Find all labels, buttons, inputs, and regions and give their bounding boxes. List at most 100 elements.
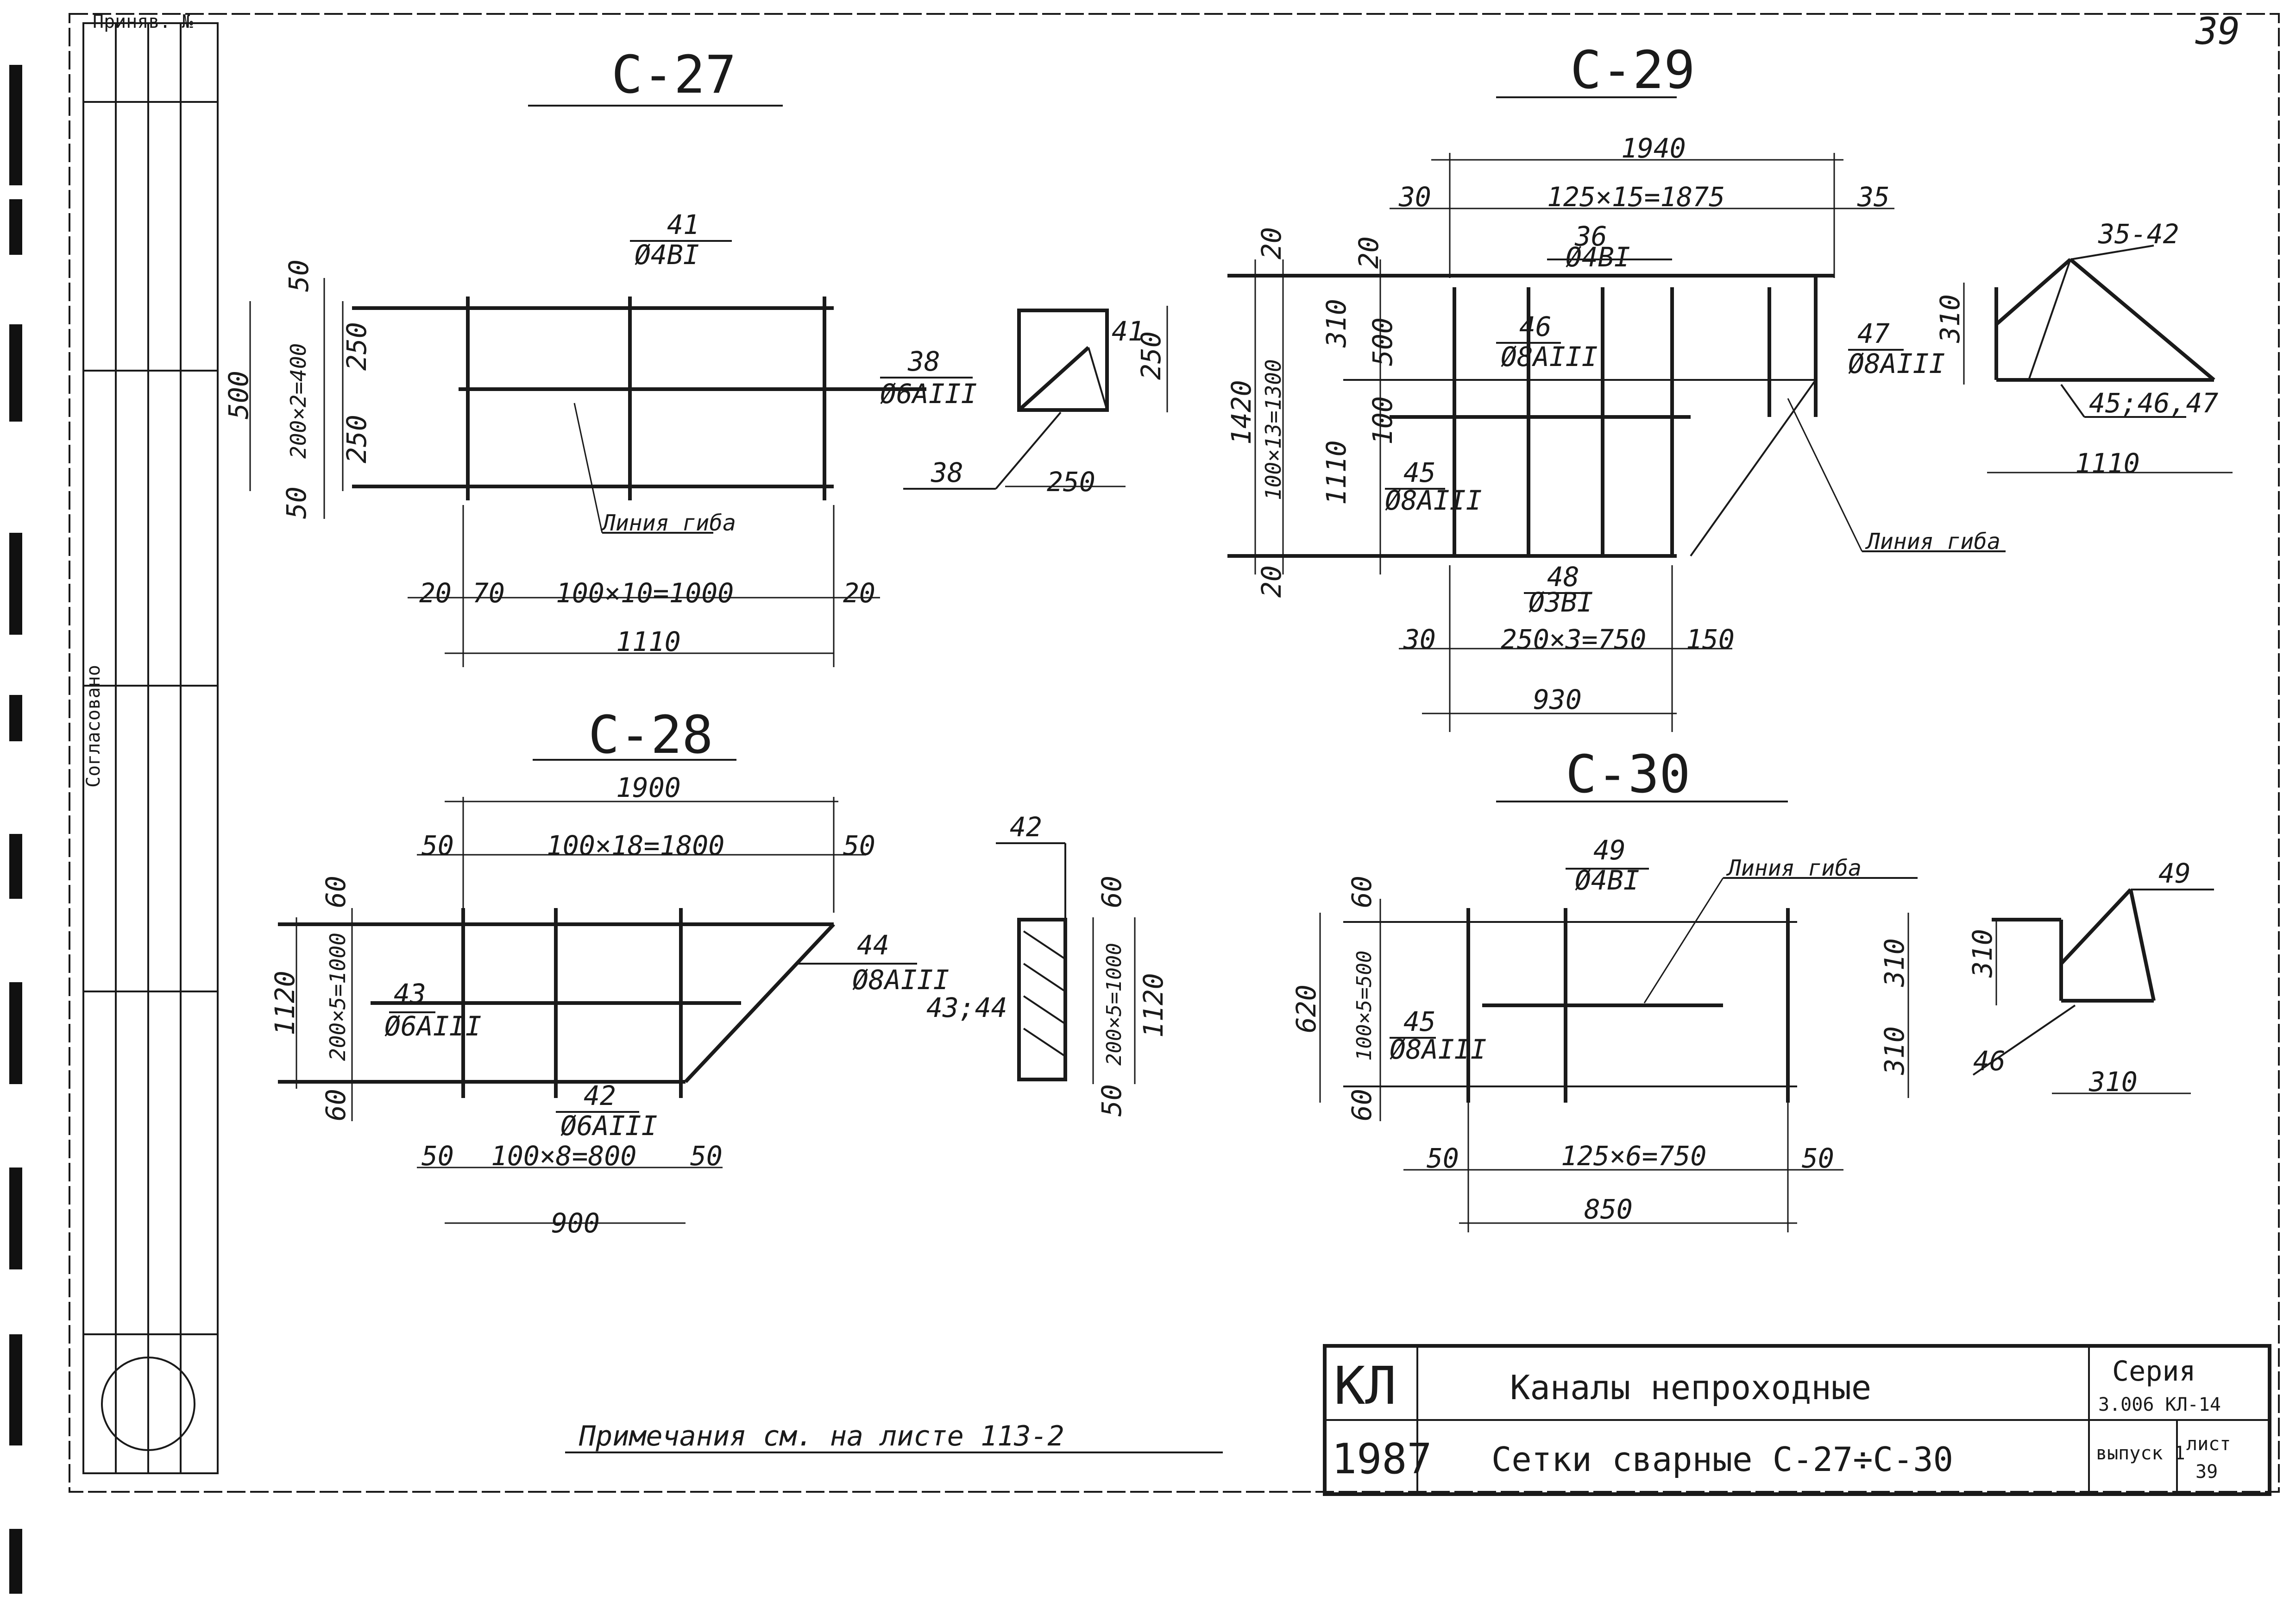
c28-dim-1120: 1120	[269, 971, 301, 1035]
c27-bar41-mark: 41	[667, 209, 699, 240]
c28-bar44-mark: 44	[857, 929, 889, 961]
tb-drawing: Сетки сварные С-27÷С-30	[1491, 1440, 1953, 1479]
c27-detail-width: 250	[1047, 466, 1095, 498]
c28-detail-dim-1120: 1120	[1138, 973, 1169, 1038]
c30-bar45-dia: Ø8АIII	[1390, 1034, 1487, 1065]
c28-detail-mark-43-44: 43;44	[926, 992, 1007, 1023]
c28-dim-800: 100×8=800	[491, 1140, 636, 1172]
c30-dim-500: 100×5=500	[1352, 951, 1376, 1061]
c28-detail-mark-42: 42	[1010, 811, 1042, 843]
c28-dim-1800: 100×18=1800	[547, 830, 724, 861]
c29-detail-height: 310	[1934, 294, 1966, 343]
c30-title: С-30	[1566, 745, 1691, 805]
c29-bar48-dia: Ø3ВI	[1529, 587, 1593, 618]
c29-dim-500: 500	[1367, 317, 1398, 366]
c29-dim-150: 150	[1686, 624, 1735, 655]
c29-bar48-mark: 48	[1547, 561, 1579, 593]
c28-detail-dim-1000: 200×5=1000	[1102, 943, 1126, 1066]
c29-bar47-dia: Ø8АIII	[1848, 348, 1945, 379]
c30-dim-60-top: 60	[1346, 876, 1378, 908]
c30-dim-310-a: 310	[1879, 938, 1910, 987]
c29-detail-marks-45-47: 45;46,47	[2089, 387, 2218, 419]
c30-bar49-dia: Ø4ВI	[1575, 865, 1640, 896]
c30-dim-50-left: 50	[1427, 1142, 1459, 1174]
c29-dim-100: 100	[1367, 396, 1398, 445]
c29-bar45-dia: Ø8АIII	[1385, 485, 1482, 516]
c29-bar36-dia: Ø4ВI	[1566, 241, 1630, 273]
c29-dim-20-a: 20	[1256, 227, 1287, 259]
c30-detail-width: 310	[2088, 1066, 2138, 1098]
c27-dim-70: 70	[472, 577, 505, 609]
c27-title: С-27	[611, 45, 736, 105]
c27-dim-1110: 1110	[616, 626, 681, 657]
c29-bend-detail: 35-42 45;46,47 310 1110	[1934, 218, 2233, 479]
tb-code: КЛ	[1334, 1356, 1396, 1416]
c29-bar46-dia: Ø8АIII	[1501, 341, 1598, 372]
c27-detail-height: 250	[1135, 331, 1167, 380]
c29-dim-30-b: 30	[1403, 624, 1436, 655]
c29-detail-mark-35-42: 35-42	[2098, 218, 2179, 250]
c29-dim-20-b: 20	[1353, 236, 1384, 269]
tb-sheet-value: 39	[2195, 1461, 2218, 1483]
c30-dim-750: 125×6=750	[1561, 1140, 1706, 1172]
c27-dim-20-left: 20	[419, 577, 452, 609]
c28-title: С-28	[588, 705, 713, 765]
tb-sheet-label: лист	[2186, 1433, 2231, 1455]
c27-bend-line-label: Линия гиба	[600, 510, 736, 536]
c29-bar46-mark: 46	[1519, 311, 1552, 342]
c29-dim-30: 30	[1398, 181, 1431, 213]
c27-detail-mark-38: 38	[931, 457, 963, 488]
c28-dim-50-right: 50	[843, 830, 875, 861]
c27-dim-50-bottom: 50	[281, 486, 312, 519]
c29-title: С-29	[1570, 40, 1695, 101]
c28-detail-dim-60: 60	[1096, 876, 1127, 908]
c27-dim-20-right: 20	[843, 577, 875, 609]
margin-stamp: Согласовано Приняв. №	[82, 11, 219, 1474]
c30-dim-850: 850	[1584, 1193, 1633, 1225]
c30-bar45-mark: 45	[1403, 1006, 1436, 1037]
binding-marks	[9, 65, 22, 1594]
c29-bar36-mark: 36	[1574, 221, 1607, 252]
c28-dim-60-top: 60	[320, 876, 352, 908]
mesh-c28: С-28 1900 50 100×18=1800 50 60 1120 200×…	[269, 705, 1169, 1239]
page-number: 39	[2195, 10, 2240, 53]
c28-dim-900: 900	[551, 1207, 600, 1239]
c29-dim-1420: 1420	[1226, 380, 1257, 445]
c30-bar49-mark: 49	[1593, 834, 1626, 866]
c30-bend-line-label: Линия гиба	[1726, 855, 1862, 881]
mesh-c30: С-30 60 620 100×5=500 60 310 310 49 Ø4ВI…	[1290, 745, 2214, 1232]
c30-dim-50-right: 50	[1802, 1142, 1834, 1174]
tb-year: 1987	[1332, 1435, 1432, 1483]
c30-detail-mark-49: 49	[2158, 858, 2191, 889]
c28-dim-50-left: 50	[421, 830, 454, 861]
c27-dim-250-b: 250	[341, 415, 372, 463]
c30-dim-310-b: 310	[1879, 1026, 1910, 1075]
c27-dim-250-a: 250	[341, 322, 372, 371]
c27-dim-1000: 100×10=1000	[556, 577, 734, 609]
c28-bar43-mark: 43	[394, 978, 426, 1010]
c27-bend-detail: 41 250 38 250	[903, 306, 1168, 498]
sheet-frame	[69, 13, 2280, 1493]
c29-dim-20-bottom: 20	[1256, 565, 1287, 598]
mesh-c27: С-27 500 50 250 250 50 200×2=400 41 Ø4ВI…	[223, 45, 1168, 667]
c30-detail-height: 310	[1967, 929, 1998, 978]
c28-dim-60-bottom: 60	[320, 1089, 352, 1121]
sheet-note: Примечания см. на листе 113-2	[579, 1420, 1064, 1452]
c29-dim-930: 930	[1533, 684, 1582, 715]
tb-issue: выпуск 1	[2096, 1443, 2185, 1464]
c27-bar41-dia: Ø4ВI	[635, 239, 699, 271]
c27-dim-50-top: 50	[283, 259, 315, 292]
c28-dim-1900: 1900	[616, 772, 681, 803]
c27-dim-spacing: 200×2=400	[286, 343, 311, 459]
c29-detail-width: 1110	[2075, 448, 2140, 479]
c30-dim-60-bottom: 60	[1346, 1089, 1378, 1121]
c29-dim-35: 35	[1857, 181, 1890, 213]
c28-bar44-dia: Ø8АIII	[852, 964, 950, 996]
mesh-c29: С-29 1940 30 125×15=1875 35 20 20 1420 1…	[1226, 40, 2233, 732]
c27-bar38-dia: Ø6АIII	[880, 378, 977, 410]
c27-dim-500: 500	[223, 371, 254, 419]
c29-dim-310: 310	[1321, 299, 1352, 348]
c27-detail-mark-41: 41	[1112, 316, 1144, 347]
c28-dim-1000: 200×5=1000	[325, 933, 350, 1061]
